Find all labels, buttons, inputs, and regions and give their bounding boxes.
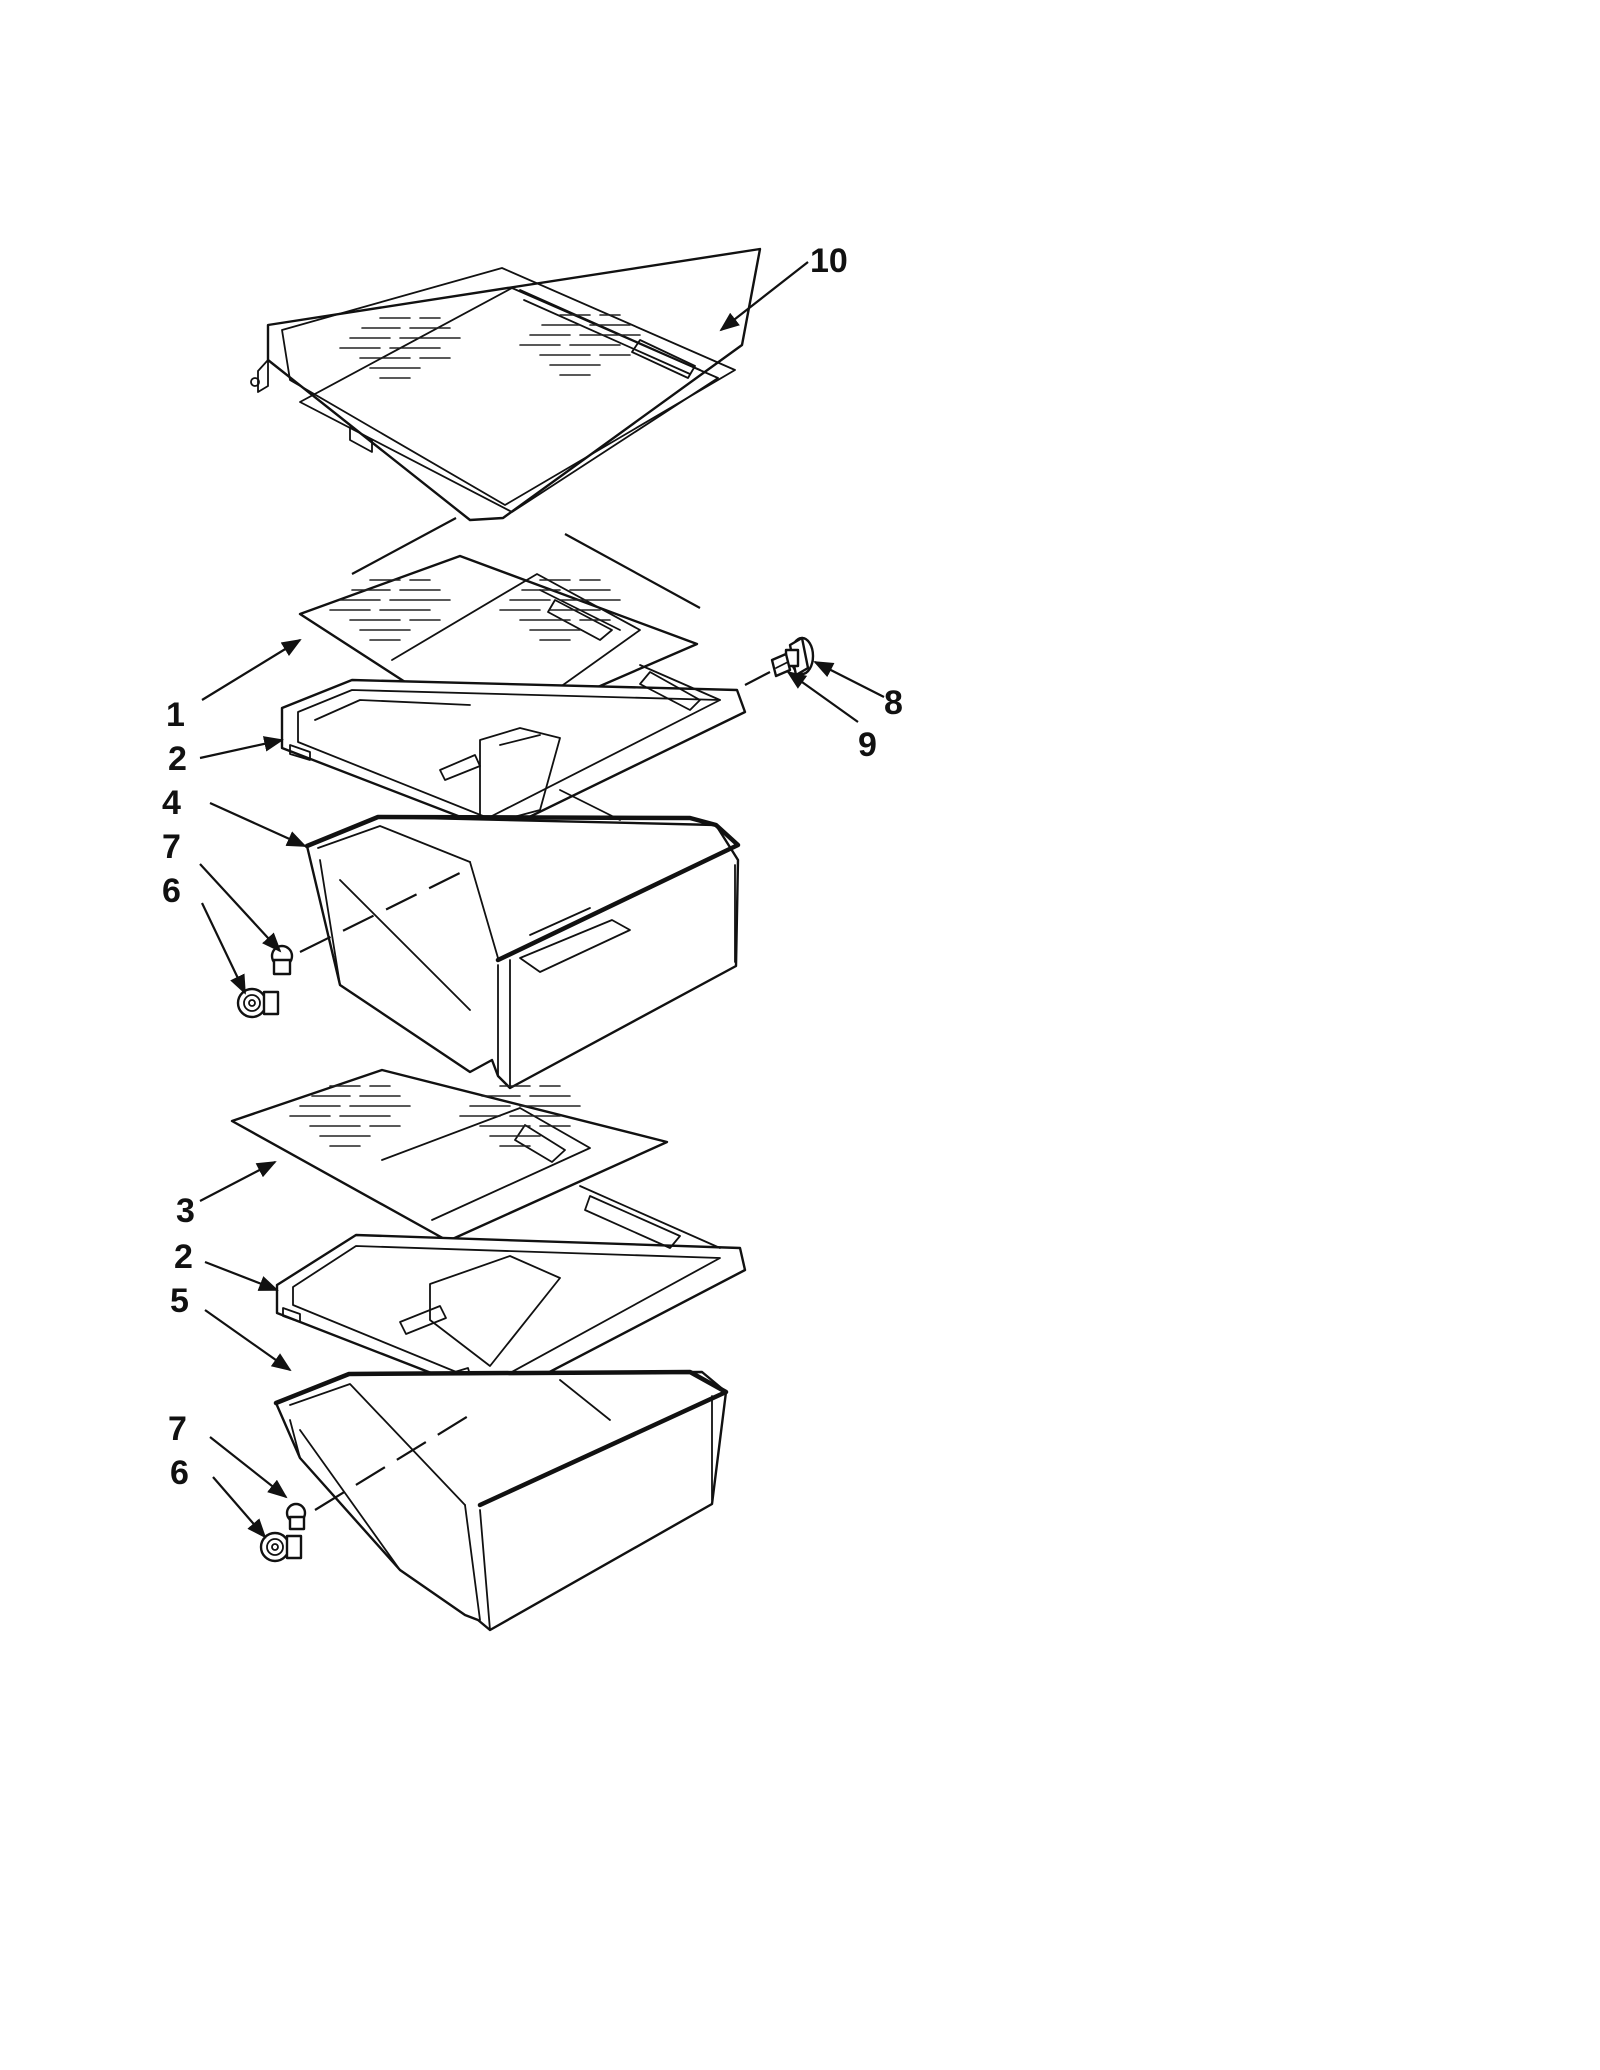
callout-labels: 10 1 2 4 7 6 8 9 3 2 5 7 6 [162, 242, 903, 1492]
callout-1: 1 [166, 696, 185, 734]
glide-part-8 [784, 636, 815, 677]
screw-part-7-lower [285, 1502, 307, 1531]
assembly-centerlines [299, 671, 771, 1511]
callout-4: 4 [162, 784, 181, 822]
callout-6-lower: 6 [170, 1454, 189, 1492]
screw-part-7-upper [270, 944, 294, 976]
callout-2-lower: 2 [174, 1238, 193, 1276]
callout-9: 9 [858, 726, 877, 764]
callout-5: 5 [170, 1282, 189, 1320]
screw-part-9 [770, 652, 792, 678]
callout-8: 8 [884, 684, 903, 722]
leader-arrows [199, 261, 885, 1539]
crisper-drawer-part-5 [273, 1369, 729, 1632]
roller-part-6-upper [236, 987, 280, 1019]
shelf-assembly-part-10 [250, 247, 762, 522]
crisper-cover-frame-part-2-upper [280, 664, 747, 839]
callout-6-upper: 6 [162, 872, 181, 910]
glass-shelf-part-3 [230, 1068, 669, 1243]
roller-part-6-lower [259, 1531, 303, 1563]
crisper-cover-frame-part-2-lower [275, 1185, 747, 1404]
callout-3: 3 [176, 1192, 195, 1230]
callout-7-upper: 7 [162, 828, 181, 866]
callout-10: 10 [810, 242, 848, 280]
crisper-drawer-part-4 [304, 789, 741, 1090]
callout-7-lower: 7 [168, 1410, 187, 1448]
callout-2-upper: 2 [168, 740, 187, 778]
